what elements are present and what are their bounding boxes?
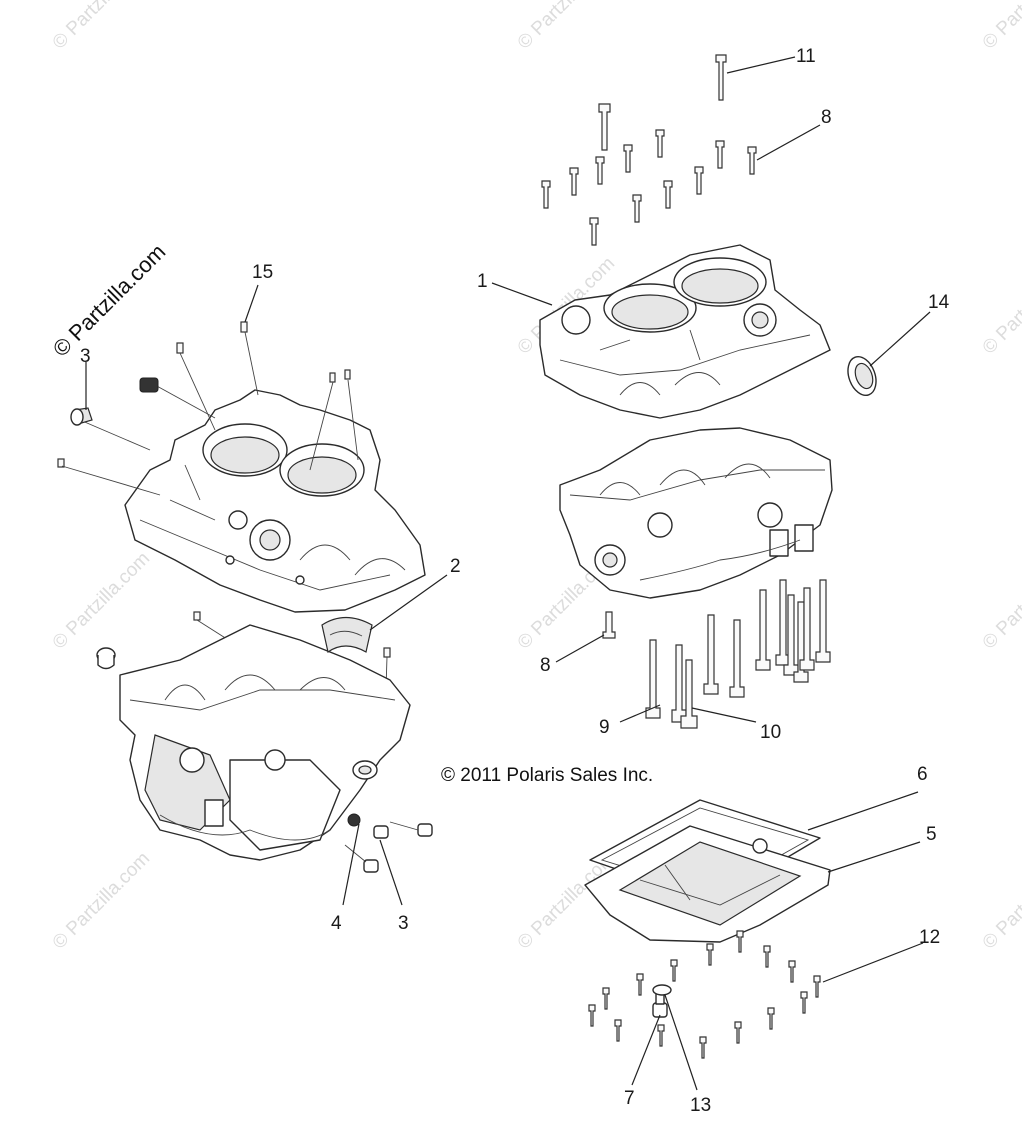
plug — [347, 813, 361, 827]
bolt — [813, 975, 821, 998]
callout-8: 8 — [821, 107, 832, 128]
watermark: © Partzilla.com — [49, 848, 154, 953]
dowel-pin — [193, 611, 201, 621]
left-upper-crankcase — [124, 389, 426, 613]
watermark: © Partzilla.com — [979, 848, 1022, 953]
callout-2: 2 — [450, 556, 461, 577]
sleeve — [96, 647, 116, 670]
dowel-pin — [329, 372, 336, 383]
leader-lines — [85, 56, 931, 1091]
dowel-pins — [57, 321, 391, 658]
bolt — [703, 614, 719, 695]
callout-5: 5 — [926, 824, 937, 845]
callout-10: 10 — [760, 722, 781, 743]
dowel-pin — [240, 321, 248, 333]
bolt — [755, 589, 771, 671]
washer — [652, 984, 672, 996]
bolt — [715, 54, 727, 101]
bolt — [694, 166, 704, 195]
bolt — [589, 217, 599, 246]
bolt — [657, 1024, 665, 1047]
callout-7: 7 — [624, 1088, 635, 1109]
callout-6: 6 — [917, 764, 928, 785]
watermark: © Partzilla.com — [514, 0, 619, 54]
bolt — [541, 180, 551, 209]
callout-14: 14 — [928, 292, 950, 313]
fitting — [139, 377, 159, 393]
bolt — [736, 930, 744, 953]
bolt — [715, 140, 725, 169]
oil-pan — [584, 825, 831, 943]
bolt — [663, 180, 673, 209]
nut — [417, 823, 433, 837]
bolt — [588, 1004, 596, 1027]
bolt — [788, 960, 796, 983]
seal — [352, 760, 378, 780]
callout-3: 3 — [80, 346, 91, 367]
callout-4: 4 — [331, 913, 342, 934]
bolt — [706, 943, 714, 966]
bolt — [670, 959, 678, 982]
bolt — [655, 129, 665, 158]
callout-1: 1 — [477, 271, 488, 292]
bolt — [815, 579, 831, 663]
callout-12: 12 — [919, 927, 940, 948]
nut — [373, 825, 389, 839]
callout-9: 9 — [599, 717, 610, 738]
bolt — [671, 644, 687, 723]
brand-label: © Partzilla.com — [48, 239, 171, 362]
callout-13: 13 — [690, 1095, 711, 1116]
callout-15: 15 — [252, 262, 273, 283]
dowel-pin — [344, 369, 351, 380]
right-lower-crankcase — [559, 427, 833, 599]
bolt — [699, 1036, 707, 1059]
bolt — [747, 146, 757, 175]
bolt — [645, 639, 661, 719]
callout-11: 11 — [796, 46, 816, 67]
watermark: © Partzilla.com — [49, 0, 154, 54]
bolt — [632, 194, 642, 223]
dowel-pin — [57, 458, 65, 468]
watermark: © Partzilla.com — [49, 548, 154, 653]
bolt — [734, 1021, 742, 1044]
bolt — [595, 156, 605, 185]
bolt — [763, 945, 771, 968]
nut — [363, 859, 379, 873]
callout-3: 3 — [398, 913, 409, 934]
bolt — [800, 991, 808, 1014]
bolt — [614, 1019, 622, 1042]
dowel-pin — [176, 342, 184, 354]
watermark: © Partzilla.com — [979, 253, 1022, 358]
callout-8: 8 — [540, 655, 551, 676]
seal — [847, 355, 877, 397]
bolt — [569, 167, 579, 196]
bolt — [680, 659, 698, 729]
bearing-shell — [321, 616, 373, 654]
watermark: © Partzilla.com — [979, 0, 1022, 54]
dowel-pin — [383, 647, 391, 658]
bolt — [767, 1007, 775, 1030]
watermark: © Partzilla.com — [979, 548, 1022, 653]
bolt — [623, 144, 633, 173]
callouts: 11 8 1 14 15 3 2 8 9 10 6 5 12 4 3 7 13 — [80, 46, 950, 1116]
bolt — [729, 619, 745, 698]
bolt — [636, 973, 644, 996]
oil-pan-bolts — [588, 930, 821, 1059]
bolt — [602, 987, 610, 1010]
bolt — [799, 587, 815, 671]
crankcase-bolts-top — [541, 54, 757, 246]
bolt — [598, 103, 611, 151]
crankcase-bolts-bottom — [602, 579, 831, 729]
sleeve — [70, 407, 93, 426]
right-upper-crankcase — [539, 244, 831, 419]
bolt — [602, 611, 616, 639]
left-lower-crankcase — [119, 624, 411, 861]
copyright-text: © 2011 Polaris Sales Inc. — [441, 765, 653, 786]
